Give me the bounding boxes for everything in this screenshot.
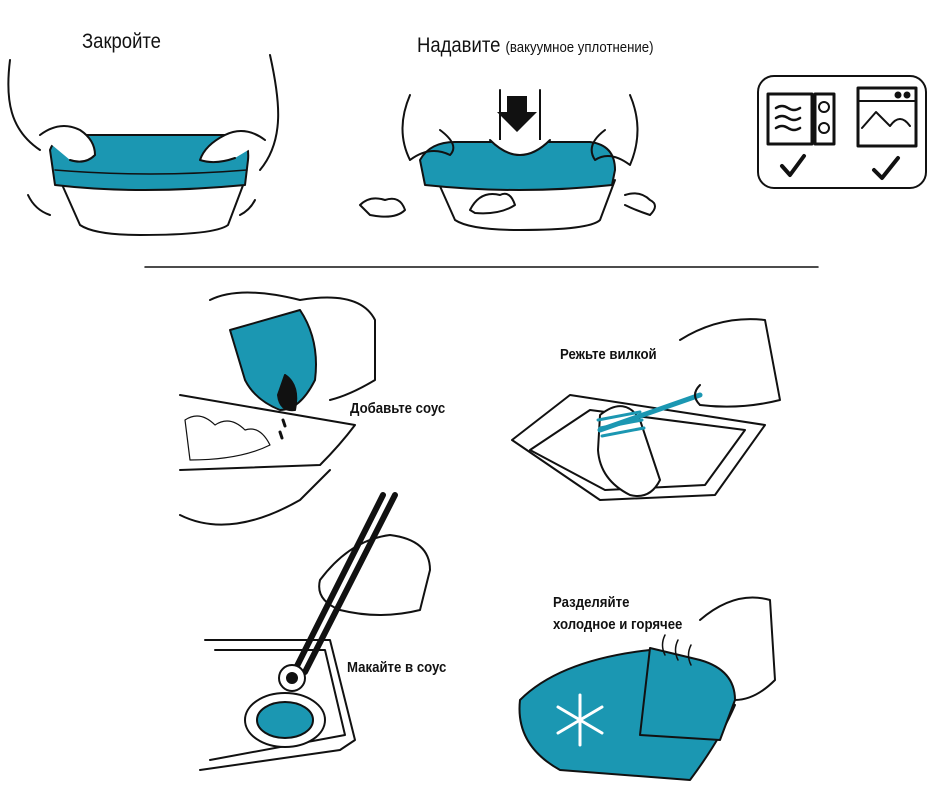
press-illustration [359, 89, 656, 231]
step-press-note: (вакуумное уплотнение) [505, 39, 654, 56]
add-sauce-illustration [179, 291, 376, 526]
step-close-label: Закройте [82, 30, 161, 53]
close-illustration [7, 54, 280, 236]
step-separate-label-1: Разделяйте [553, 594, 630, 611]
step-cut-fork-label: Режьте вилкой [560, 346, 657, 363]
dip-sauce-illustration [199, 492, 431, 771]
dishwasher-icon [856, 86, 918, 180]
compatibility-box [757, 75, 927, 189]
step-press-label: Надавите (вакуумное уплотнение) [417, 34, 654, 58]
step-press-title: Надавите [417, 34, 501, 57]
step-add-sauce-label: Добавьте соус [350, 400, 446, 417]
snowflake-icon [556, 693, 604, 747]
microwave-icon [766, 92, 836, 177]
step-dip-sauce-label: Макайте в соус [347, 659, 447, 676]
step-separate-label-2: холодное и горячее [553, 616, 683, 633]
cut-fork-illustration [511, 318, 781, 501]
separate-illustration [518, 596, 776, 781]
